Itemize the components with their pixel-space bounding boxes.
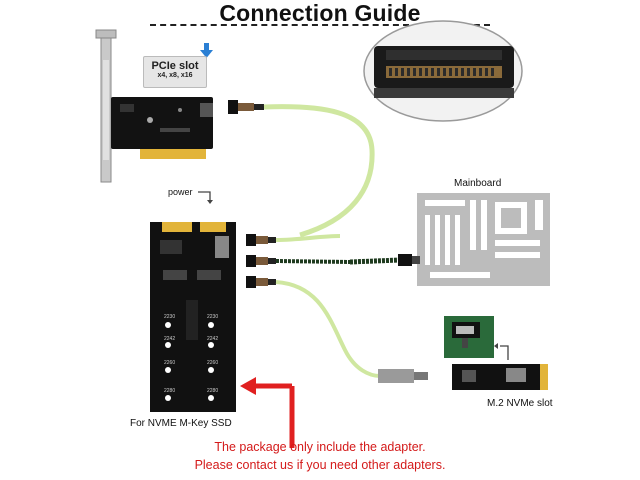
svg-text:2242: 2242 bbox=[207, 336, 218, 342]
adapter-cable-plugs bbox=[246, 234, 276, 288]
m2-cable-plug bbox=[378, 369, 414, 383]
connector-zoom-circle bbox=[363, 20, 523, 122]
mainboard-cable bbox=[349, 257, 401, 265]
pcie-slot-label: PCIe slot x4, x8, x16 bbox=[143, 56, 207, 88]
svg-text:2260: 2260 bbox=[164, 360, 175, 366]
svg-text:2230: 2230 bbox=[207, 314, 218, 320]
svg-text:2280: 2280 bbox=[207, 388, 218, 394]
black-cable-middle bbox=[275, 259, 351, 264]
m2-zoom-box bbox=[444, 316, 494, 358]
power-label: power bbox=[168, 187, 193, 197]
m2-nvme-card bbox=[452, 364, 548, 390]
power-arrow-icon bbox=[198, 191, 213, 204]
mainboard-label: Mainboard bbox=[454, 178, 502, 189]
m2-slot-label: M.2 NVMe slot bbox=[487, 398, 553, 409]
title-underline bbox=[150, 24, 490, 26]
svg-text:2242: 2242 bbox=[164, 336, 175, 342]
red-pointer-arrow bbox=[240, 377, 295, 448]
green-cable-bottom bbox=[275, 280, 381, 378]
green-cable-top bbox=[275, 234, 341, 242]
pcie-cable-plug bbox=[228, 100, 264, 114]
mainboard-illustration bbox=[417, 193, 550, 286]
note-line-2: Please contact us if you need other adap… bbox=[194, 458, 446, 472]
mainboard-cable-plug bbox=[398, 254, 412, 266]
svg-text:2230: 2230 bbox=[164, 314, 175, 320]
pcie-slot-sizes: x4, x8, x16 bbox=[157, 72, 193, 79]
pcie-slot-title: PCIe slot bbox=[151, 60, 199, 72]
pcie-adapter-card bbox=[111, 97, 213, 159]
svg-text:2280: 2280 bbox=[164, 388, 175, 394]
down-arrow-icon bbox=[200, 43, 213, 58]
ssd-caption: For NVME M-Key SSD bbox=[130, 418, 232, 429]
return-arrow-icon bbox=[494, 343, 509, 360]
green-cable-main bbox=[263, 104, 375, 238]
page-title: Connection Guide bbox=[219, 0, 421, 26]
note-line-1: The package only include the adapter. bbox=[214, 440, 426, 454]
ssd-adapter-board: 2230 2230 2242 2242 2260 2260 2280 2280 bbox=[150, 222, 236, 412]
svg-text:2260: 2260 bbox=[207, 360, 218, 366]
